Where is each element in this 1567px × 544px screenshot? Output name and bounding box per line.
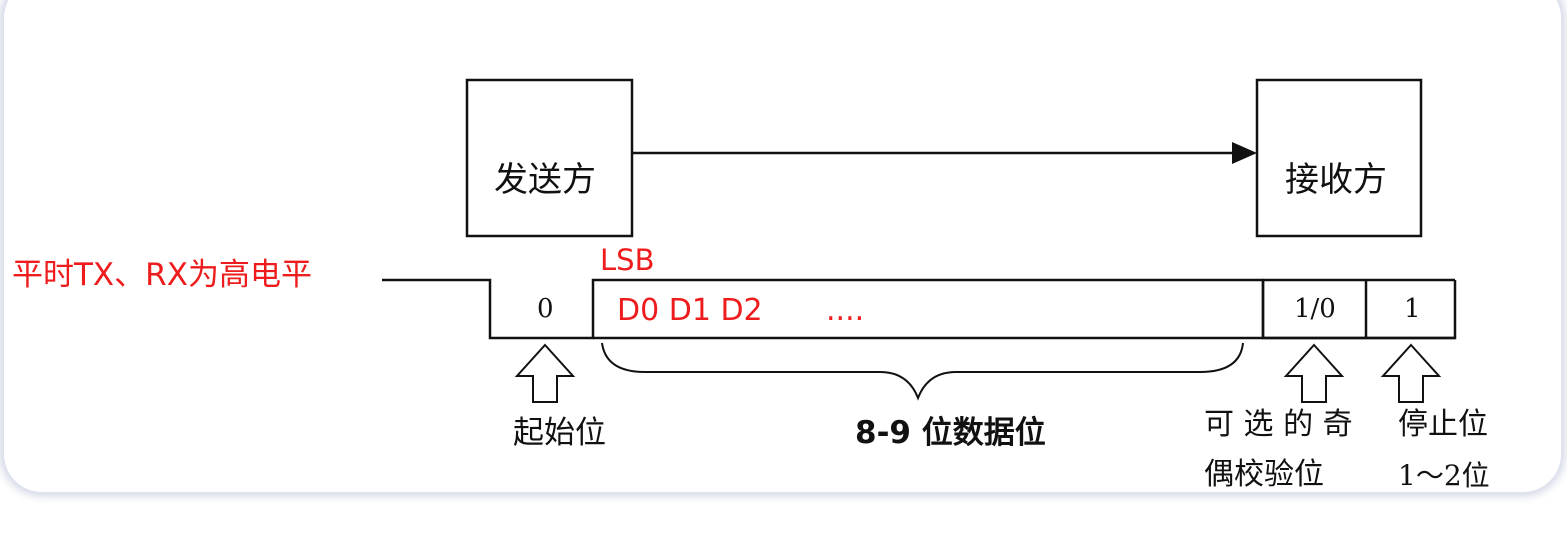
sender-box	[465, 78, 634, 238]
idle-level-note: 平时TX、RX为高电平	[12, 257, 312, 293]
parity-bit-arrow-icon	[1283, 343, 1345, 403]
parity-bit-value: 1/0	[1294, 294, 1336, 324]
stop-caption-line2: 1～2位	[1398, 459, 1490, 492]
data-bits-text: D0 D1 D2	[617, 293, 763, 328]
data-bits-ellipsis: ....	[826, 293, 865, 328]
data-bits-caption: 8-9 位数据位	[855, 415, 1046, 451]
receiver-box	[1255, 78, 1423, 238]
stop-caption-line1: 停止位	[1398, 407, 1488, 442]
start-bit-arrow-icon	[514, 343, 576, 403]
sender-label: 发送方	[494, 160, 596, 200]
stop-bit-value: 1	[1404, 294, 1421, 324]
start-bit-value: 0	[537, 294, 554, 324]
start-bit-caption: 起始位	[513, 415, 606, 451]
parity-caption-line1: 可 选 的 奇	[1204, 407, 1353, 442]
transmission-arrowhead-icon	[1232, 142, 1257, 164]
receiver-label: 接收方	[1285, 160, 1387, 200]
data-bits-brace	[601, 342, 1244, 401]
parity-caption-line2: 偶校验位	[1204, 457, 1324, 492]
lsb-label: LSB	[600, 243, 655, 277]
stop-bit-arrow-icon	[1380, 343, 1442, 403]
